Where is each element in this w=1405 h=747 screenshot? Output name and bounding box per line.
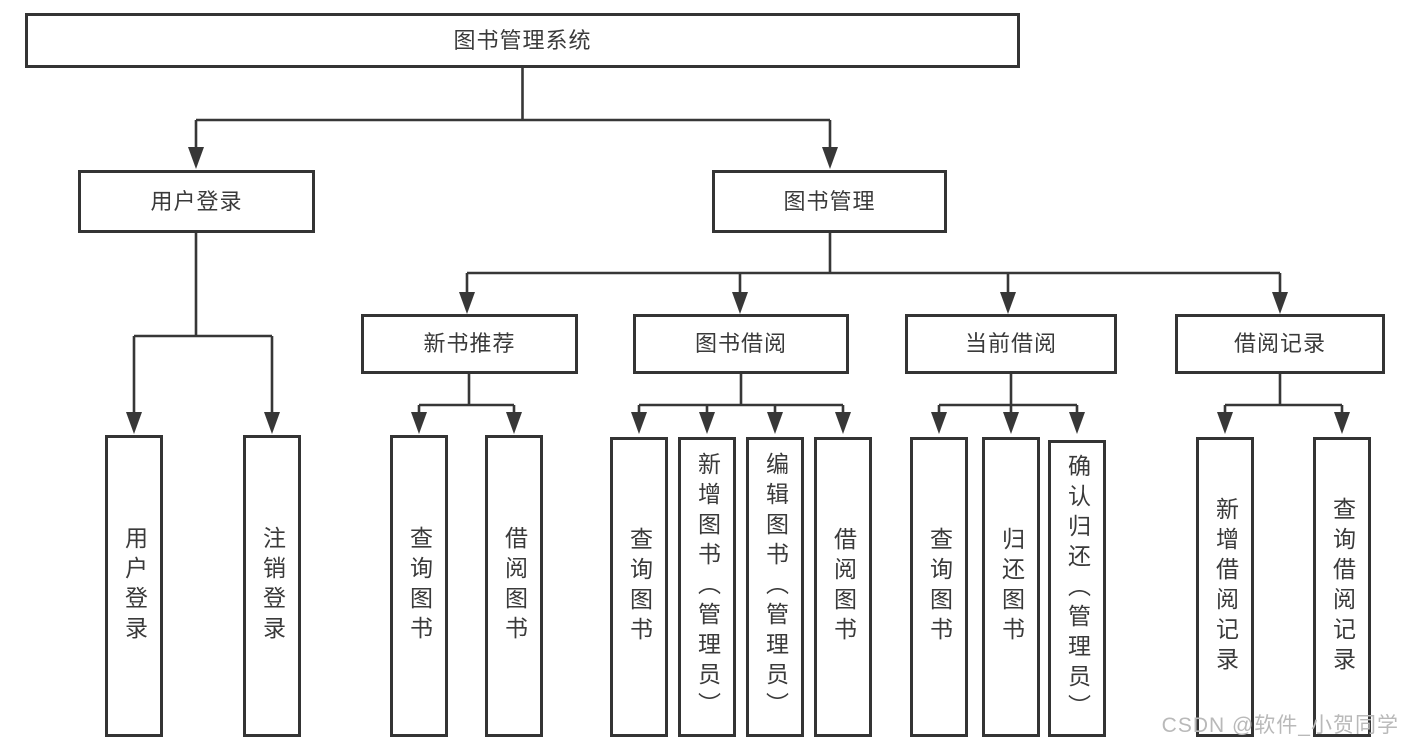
leaf-current-query-books: 查询图书 [910,437,968,737]
leaf-borrow-query-books: 查询图书 [610,437,668,737]
node-borrow-record: 借阅记录 [1175,314,1385,374]
leaf-current-return-books: 归还图书 [982,437,1040,737]
leaf-record-query-borrow-record: 查询借阅记录 [1313,437,1371,737]
leaf-borrow-borrow-books: 借阅图书 [814,437,872,737]
node-new-book-recommend: 新书推荐 [361,314,578,374]
node-book-management: 图书管理 [712,170,947,233]
node-book-borrow: 图书借阅 [633,314,849,374]
leaf-user-login: 用户登录 [105,435,163,737]
leaf-borrow-edit-books-admin: 编辑图书（管理员） [746,437,804,737]
node-current-borrow: 当前借阅 [905,314,1117,374]
leaf-borrow-add-books-admin: 新增图书（管理员） [678,437,736,737]
leaf-recommend-query-books: 查询图书 [390,435,448,737]
leaf-current-confirm-return-admin: 确认归还（管理员） [1048,440,1106,737]
csdn-watermark: CSDN @软件_小贺同学 [1161,714,1399,737]
leaf-recommend-borrow-books: 借阅图书 [485,435,543,737]
node-user-login: 用户登录 [78,170,315,233]
leaf-logout: 注销登录 [243,435,301,737]
node-root: 图书管理系统 [25,13,1020,68]
leaf-record-add-borrow-record: 新增借阅记录 [1196,437,1254,737]
